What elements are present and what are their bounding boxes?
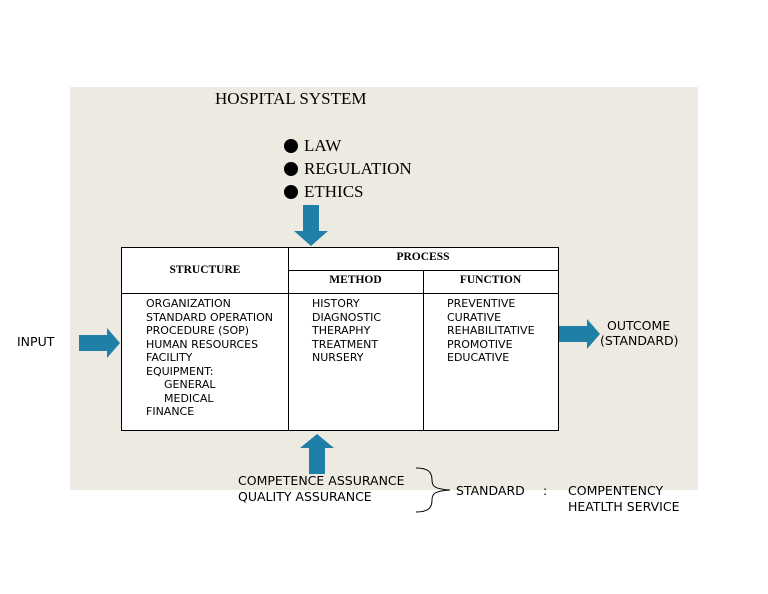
governance-list: LAW REGULATION ETHICS xyxy=(284,134,412,203)
function-header: FUNCTION xyxy=(459,274,522,286)
structure-list: ORGANIZATION STANDARD OPERATION PROCEDUR… xyxy=(146,297,273,419)
bullet-dot-icon xyxy=(284,161,298,176)
structure-header: STRUCTURE xyxy=(169,264,241,276)
standard-item-competency: COMPENTENCY xyxy=(568,483,664,498)
list-item: MEDICAL xyxy=(164,391,214,405)
list-item: PROMOTIVE xyxy=(447,337,513,351)
down-arrow-icon xyxy=(294,205,328,246)
list-item: DIAGNOSTIC xyxy=(312,310,382,324)
list-item: PREVENTIVE xyxy=(447,297,516,310)
up-arrow-icon xyxy=(300,434,334,474)
list-item: CURATIVE xyxy=(447,310,502,324)
list-item: HISTORY xyxy=(312,297,360,310)
process-header: PROCESS xyxy=(396,251,450,263)
bullet-regulation: REGULATION xyxy=(284,157,412,180)
competence-assurance-label: COMPETENCE ASSURANCE xyxy=(238,473,405,488)
list-item: FINANCE xyxy=(146,405,195,418)
standard-item-health-service: HEATLTH SERVICE xyxy=(568,499,680,514)
diagram-title: HOSPITAL SYSTEM xyxy=(215,89,367,108)
list-item: THERAPHY xyxy=(312,324,371,337)
outcome-label: OUTCOME xyxy=(607,318,671,333)
brace-icon xyxy=(415,467,451,513)
colon-separator: : xyxy=(543,483,548,498)
bullet-law: LAW xyxy=(284,134,412,157)
bullet-ethics: ETHICS xyxy=(284,180,412,203)
quality-assurance-label: QUALITY ASSURANCE xyxy=(238,489,372,504)
list-item: REHABILITATIVE xyxy=(447,324,535,337)
list-item: ORGANIZATION xyxy=(146,297,231,310)
list-item: EQUIPMENT: xyxy=(146,364,214,378)
bullet-dot-icon xyxy=(284,138,298,153)
right-arrow-icon xyxy=(79,328,120,358)
list-item: GENERAL xyxy=(164,378,216,391)
list-item: FACILITY xyxy=(146,351,193,364)
list-item: TREATMENT xyxy=(312,337,379,351)
list-item: EDUCATIVE xyxy=(447,351,510,364)
right-arrow-icon xyxy=(559,319,600,349)
method-header: METHOD xyxy=(329,274,382,286)
list-item: STANDARD OPERATION xyxy=(146,310,273,324)
list-item: NURSERY xyxy=(312,351,364,364)
bullet-dot-icon xyxy=(284,184,298,199)
outcome-sublabel: (STANDARD) xyxy=(600,333,679,348)
structure-process-table: STRUCTURE PROCESS METHOD FUNCTION ORGANI… xyxy=(121,247,559,431)
standard-label: STANDARD xyxy=(456,483,525,498)
list-item: HUMAN RESOURCES xyxy=(146,337,259,351)
method-list: HISTORY DIAGNOSTIC THERAPHY TREATMENT NU… xyxy=(312,297,381,365)
input-label: INPUT xyxy=(17,334,55,349)
function-list: PREVENTIVE CURATIVE REHABILITATIVE PROMO… xyxy=(447,297,535,365)
list-item: PROCEDURE (SOP) xyxy=(146,324,250,337)
